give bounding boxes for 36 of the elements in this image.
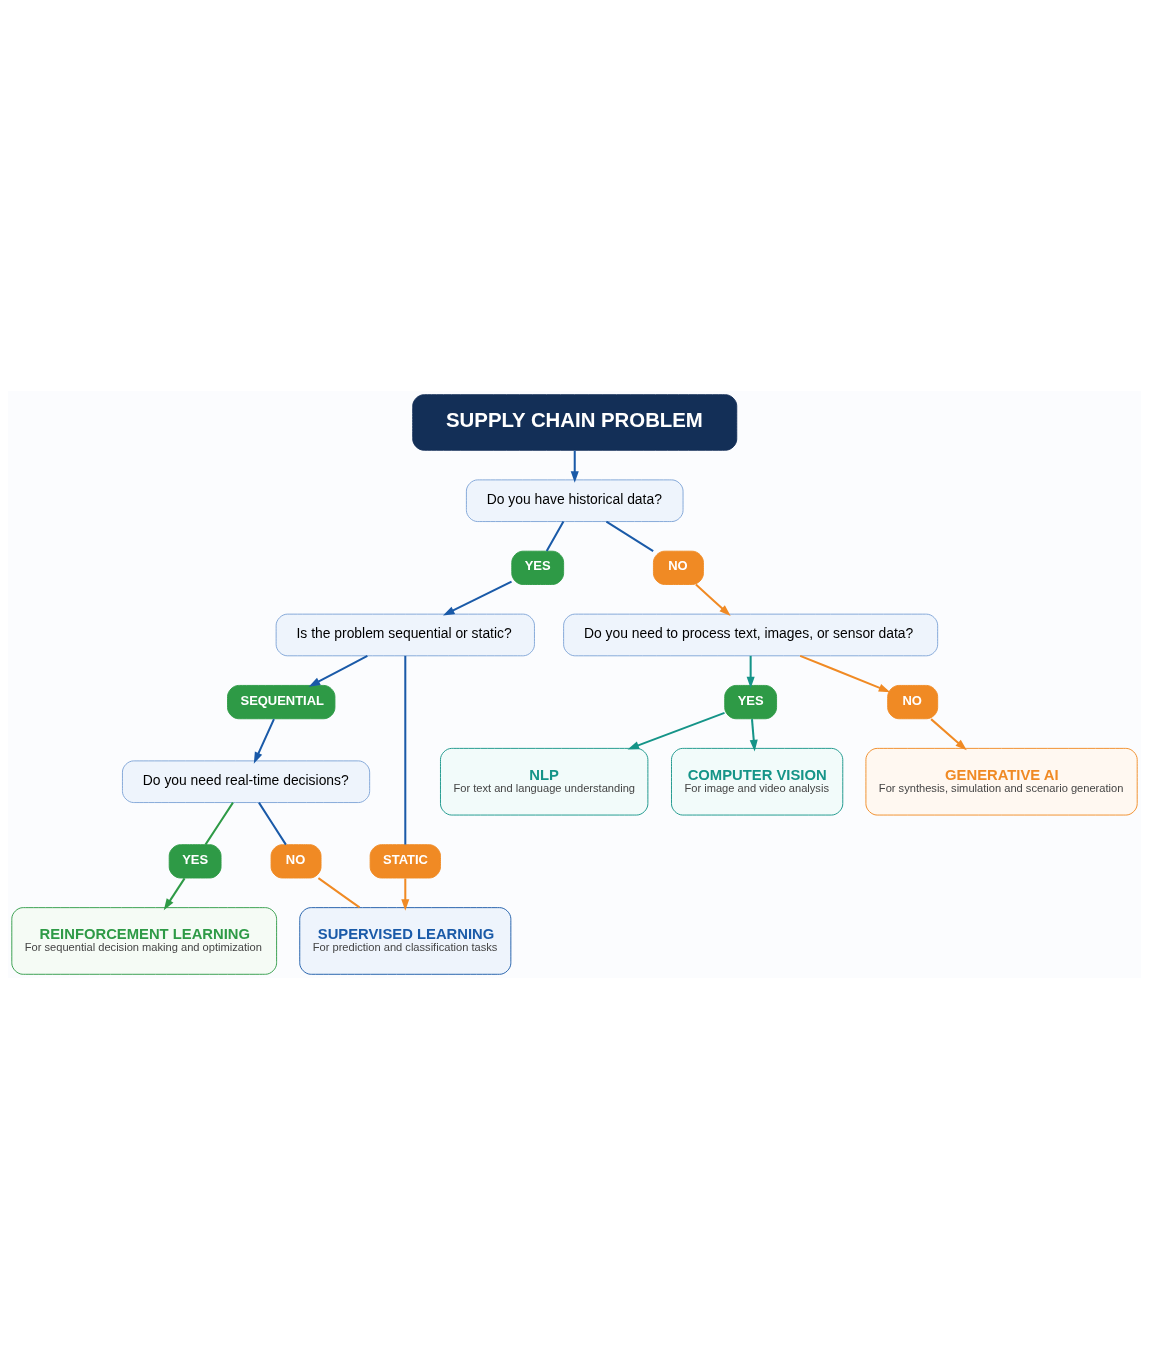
connector (317, 877, 361, 909)
node-box: COMPUTER VISION For image and video analysis (671, 747, 844, 816)
arrow (799, 654, 891, 693)
node-box: YES (168, 844, 222, 879)
node-box: STATIC (369, 844, 441, 879)
connector (605, 520, 654, 552)
node-box: REINFORCEMENT LEARNING For sequential decision making and optimization (11, 907, 278, 975)
arrow (570, 450, 579, 483)
node-box: YES (511, 550, 565, 585)
arrow (442, 580, 512, 616)
connector (404, 655, 407, 845)
connector (204, 802, 234, 846)
node-box: NO (887, 684, 939, 720)
node-box: SUPERVISED LEARNING For prediction and classification tasks (299, 907, 512, 975)
node-box: YES (724, 684, 778, 720)
node-box: NLP For text and language understanding (440, 747, 649, 816)
node-box: SEQUENTIAL (227, 684, 336, 720)
arrow (308, 654, 368, 687)
node-box: Do you need real-time decisions? (122, 760, 371, 803)
node-box: Is the problem sequential or static? (275, 613, 535, 657)
node-box: NO (652, 550, 704, 585)
node-box: Do you have historical data? (465, 479, 684, 522)
arrow (746, 655, 755, 689)
node-box: GENERATIVE AI For synthesis, simulation and scenario generation (865, 747, 1138, 816)
node-box: SUPPLY CHAIN PROBLEM (412, 394, 738, 451)
connector (545, 521, 565, 552)
arrow (749, 719, 758, 752)
connector (258, 802, 287, 846)
arrow (930, 718, 967, 751)
arrow (627, 711, 725, 750)
node-box: NO (270, 844, 322, 879)
arrow (163, 877, 186, 911)
arrow (401, 878, 410, 911)
node-box: Do you need to process text, images, or sensor data? (563, 613, 939, 657)
arrow (695, 583, 731, 616)
arrow (253, 718, 275, 764)
